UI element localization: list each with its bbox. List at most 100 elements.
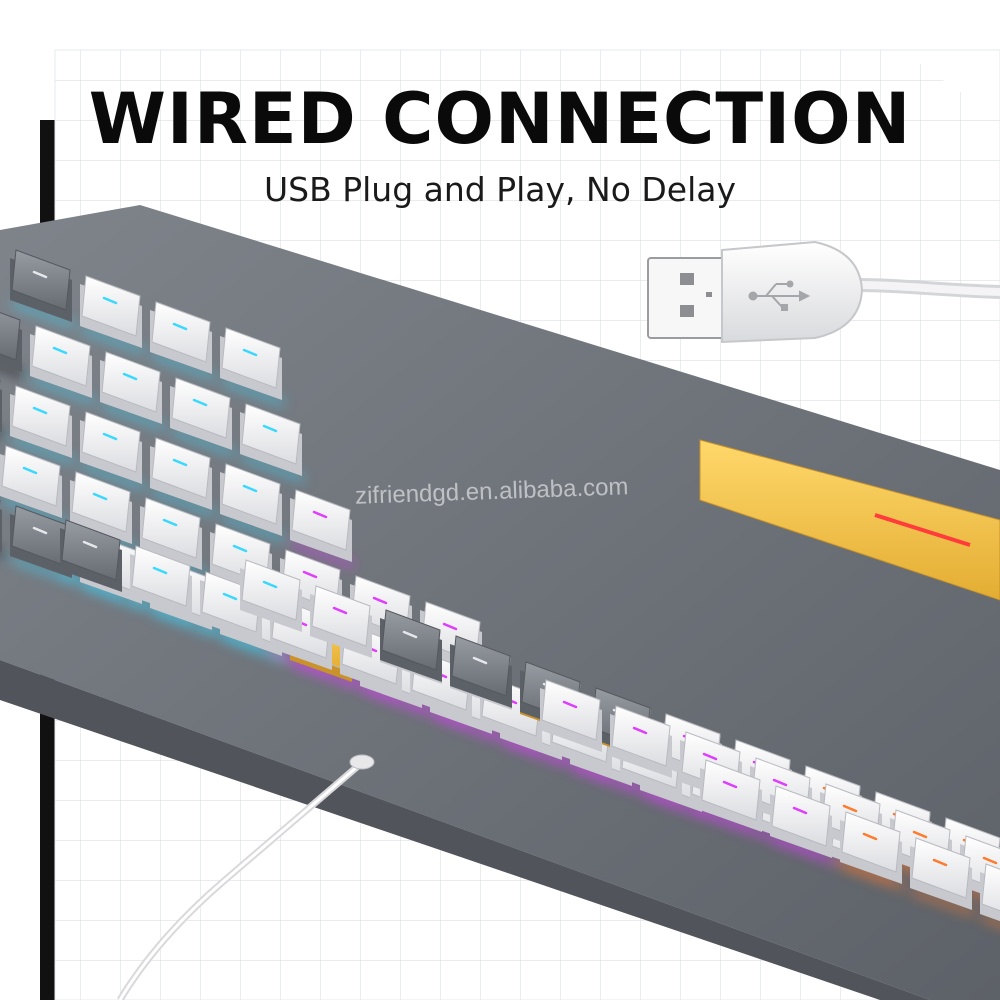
headline: WIRED CONNECTION — [88, 78, 912, 160]
key-legend-mark — [52, 346, 68, 355]
key-legend-mark — [122, 372, 138, 381]
usb-symbol-icon — [748, 280, 811, 311]
key-backlight — [220, 514, 286, 542]
key-legend-mark — [312, 510, 328, 519]
keycap-side — [0, 389, 2, 432]
key-backlight — [150, 608, 216, 636]
key-legend-mark — [842, 804, 858, 813]
keycap — [61, 519, 121, 581]
keycap — [981, 863, 1000, 912]
key-backlight — [30, 376, 96, 404]
keycap — [141, 497, 201, 559]
keycap — [11, 249, 71, 311]
key-legend-mark — [702, 752, 718, 761]
keycap — [151, 301, 211, 363]
key-legend-mark — [792, 806, 808, 815]
keycap — [81, 411, 141, 473]
key-legend-mark — [172, 458, 188, 467]
key-backlight — [840, 862, 906, 890]
key-legend-mark — [912, 830, 928, 839]
key-legend-mark — [82, 540, 98, 549]
key-backlight — [0, 431, 6, 438]
keycap — [131, 545, 191, 607]
key-legend-mark — [242, 348, 258, 357]
key-legend-mark — [562, 700, 578, 709]
keycap — [151, 437, 211, 499]
key-legend-mark — [102, 296, 118, 305]
key-legend-mark — [402, 630, 418, 639]
keycap — [221, 327, 281, 389]
keycap — [381, 609, 441, 671]
key-legend-mark — [102, 432, 118, 441]
keycap — [81, 275, 141, 337]
keycap — [451, 635, 511, 697]
key-backlight — [100, 402, 166, 430]
key-legend-mark — [172, 322, 188, 331]
key-backlight — [170, 428, 236, 456]
keycap — [911, 837, 971, 899]
key-legend-mark — [222, 592, 238, 601]
subheadline: USB Plug and Play, No Delay — [263, 170, 737, 209]
key-legend-mark — [372, 596, 388, 605]
key-legend-mark — [772, 778, 788, 787]
key-backlight — [150, 488, 216, 516]
keycap — [541, 679, 601, 741]
yellow-spacebar-key — [699, 439, 1000, 601]
keycap — [0, 312, 21, 361]
keycap — [171, 377, 231, 439]
key-backlight — [500, 738, 566, 766]
key-legend-mark — [442, 622, 458, 631]
key-legend-mark — [162, 518, 178, 527]
keycap — [31, 325, 91, 387]
keycap — [771, 785, 831, 847]
keycap — [311, 585, 371, 647]
key-backlight — [0, 364, 26, 378]
key-legend-mark — [722, 780, 738, 789]
indicator-light — [874, 513, 971, 547]
key-legend-mark — [632, 726, 648, 735]
keycap-side — [0, 509, 2, 552]
key-legend-mark — [302, 570, 318, 579]
key-backlight — [430, 712, 496, 740]
key-legend-mark — [862, 832, 878, 841]
key-backlight — [150, 352, 216, 380]
key-backlight — [640, 790, 706, 818]
key-backlight — [770, 836, 836, 864]
keyboard-icon — [0, 205, 1000, 1000]
key-backlight — [10, 556, 76, 584]
key-backlight — [220, 634, 286, 662]
key-legend-mark — [92, 492, 108, 501]
key-backlight — [240, 454, 306, 482]
key-backlight — [0, 496, 66, 524]
key-legend-mark — [32, 270, 48, 279]
keycap — [701, 759, 761, 821]
key-backlight — [910, 888, 976, 916]
key-legend-mark — [152, 566, 168, 575]
keycap — [611, 705, 671, 767]
key-legend-mark — [262, 580, 278, 589]
key-legend-mark — [192, 398, 208, 407]
key-legend-mark — [332, 606, 348, 615]
keycap — [241, 559, 301, 621]
key-legend-mark — [242, 484, 258, 493]
key-legend-mark — [932, 858, 948, 867]
key-legend-mark — [982, 856, 998, 865]
key-backlight — [290, 540, 356, 568]
keycap — [71, 471, 131, 533]
key-backlight — [980, 914, 1000, 926]
key-backlight — [10, 436, 76, 464]
key-backlight — [290, 660, 356, 688]
key-legend-mark — [32, 526, 48, 535]
usb-plug-icon — [647, 240, 1000, 344]
key-backlight — [0, 551, 6, 558]
key-backlight — [80, 582, 146, 610]
keycap — [841, 811, 901, 873]
keycap — [241, 403, 301, 465]
key-backlight — [360, 686, 426, 714]
key-legend-mark — [22, 466, 38, 475]
usb-cable-icon — [116, 754, 375, 1000]
key-backlight — [80, 462, 146, 490]
key-legend-mark — [262, 424, 278, 433]
keycap — [11, 385, 71, 447]
